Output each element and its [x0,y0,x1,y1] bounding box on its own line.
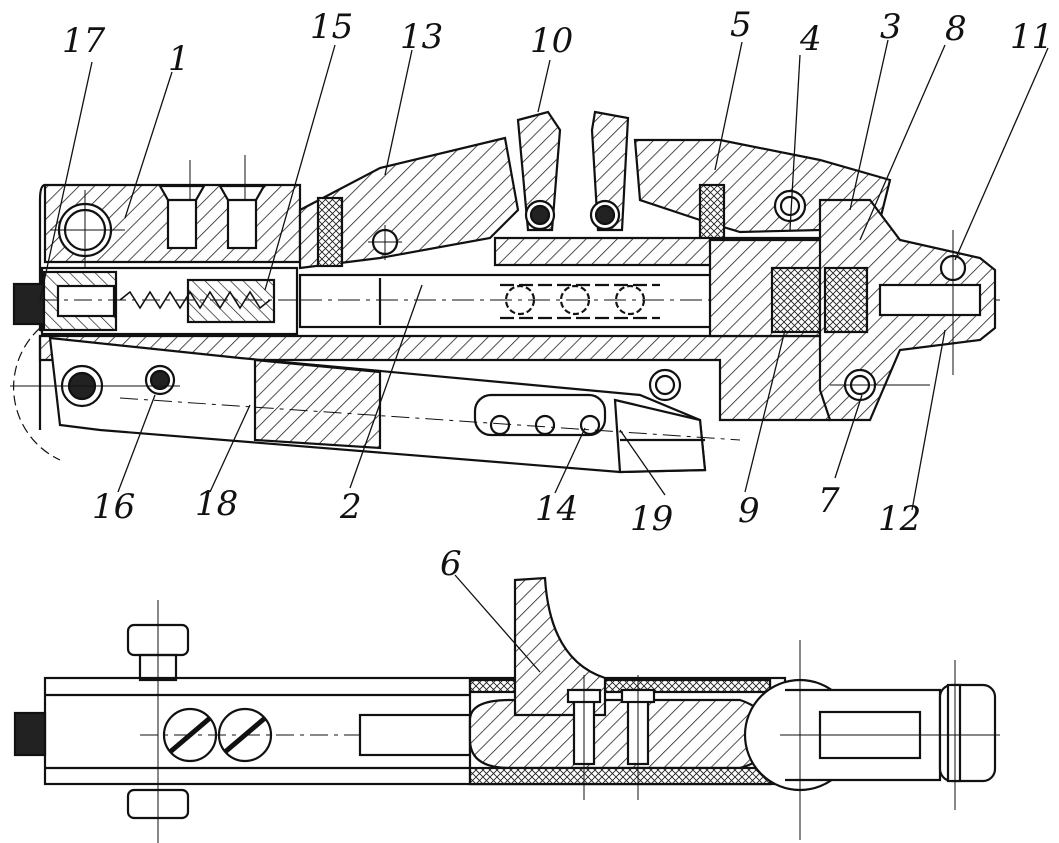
label-16: 16 [92,487,135,527]
lever-tip-19 [613,398,707,474]
section-view [10,110,1000,474]
part-6-plate [513,576,607,717]
label-2: 2 [339,487,362,527]
knurled-knob-17 [12,282,46,326]
jaw-part-13 [298,136,520,270]
label-11: 11 [1010,17,1053,57]
leader-lines [39,39,1049,673]
label-12: 12 [878,499,921,539]
label-13: 13 [400,17,443,57]
plan-view [13,576,1000,843]
label-14: 14 [535,489,578,529]
label-1: 1 [168,39,190,79]
label-5: 5 [730,5,752,45]
label-18: 18 [195,484,238,524]
label-4: 4 [799,19,822,59]
top-screws [158,155,266,250]
knurled-knob-bottom [13,711,47,757]
label-8: 8 [945,9,967,49]
label-15: 15 [310,7,353,47]
label-19: 19 [630,499,673,539]
label-9: 9 [738,491,760,531]
label-3: 3 [880,7,902,47]
label-17: 17 [62,21,106,61]
label-10: 10 [530,21,573,61]
nut-9 [770,266,822,334]
label-7: 7 [818,481,840,521]
label-6: 6 [440,544,462,584]
callout-labels: 17 1 15 13 10 5 4 3 8 11 16 18 2 14 19 9… [62,5,1053,584]
